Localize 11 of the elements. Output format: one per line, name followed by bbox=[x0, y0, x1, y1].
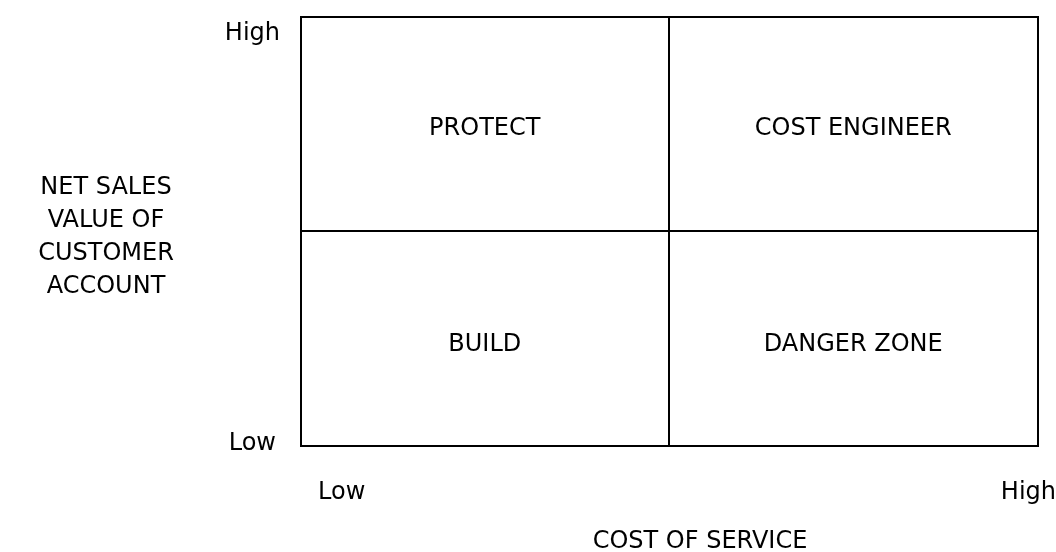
axis-title: NET SALES VALUE OF CUSTOMER ACCOUNT bbox=[37, 171, 175, 301]
quadrant-label: PROTECT bbox=[428, 112, 542, 144]
axis-tick-label: Low bbox=[227, 427, 276, 458]
quadrant-label: DANGER ZONE bbox=[762, 327, 944, 359]
quadrant-label: BUILD bbox=[447, 327, 523, 359]
axis-tick-label: High bbox=[223, 17, 280, 48]
axis-tick-label: High bbox=[999, 476, 1056, 507]
quadrant-box bbox=[302, 18, 670, 232]
axis-tick-label: Low bbox=[318, 476, 367, 507]
axis-title: COST OF SERVICE bbox=[591, 525, 809, 552]
quadrant-label: COST ENGINEER bbox=[753, 112, 953, 144]
